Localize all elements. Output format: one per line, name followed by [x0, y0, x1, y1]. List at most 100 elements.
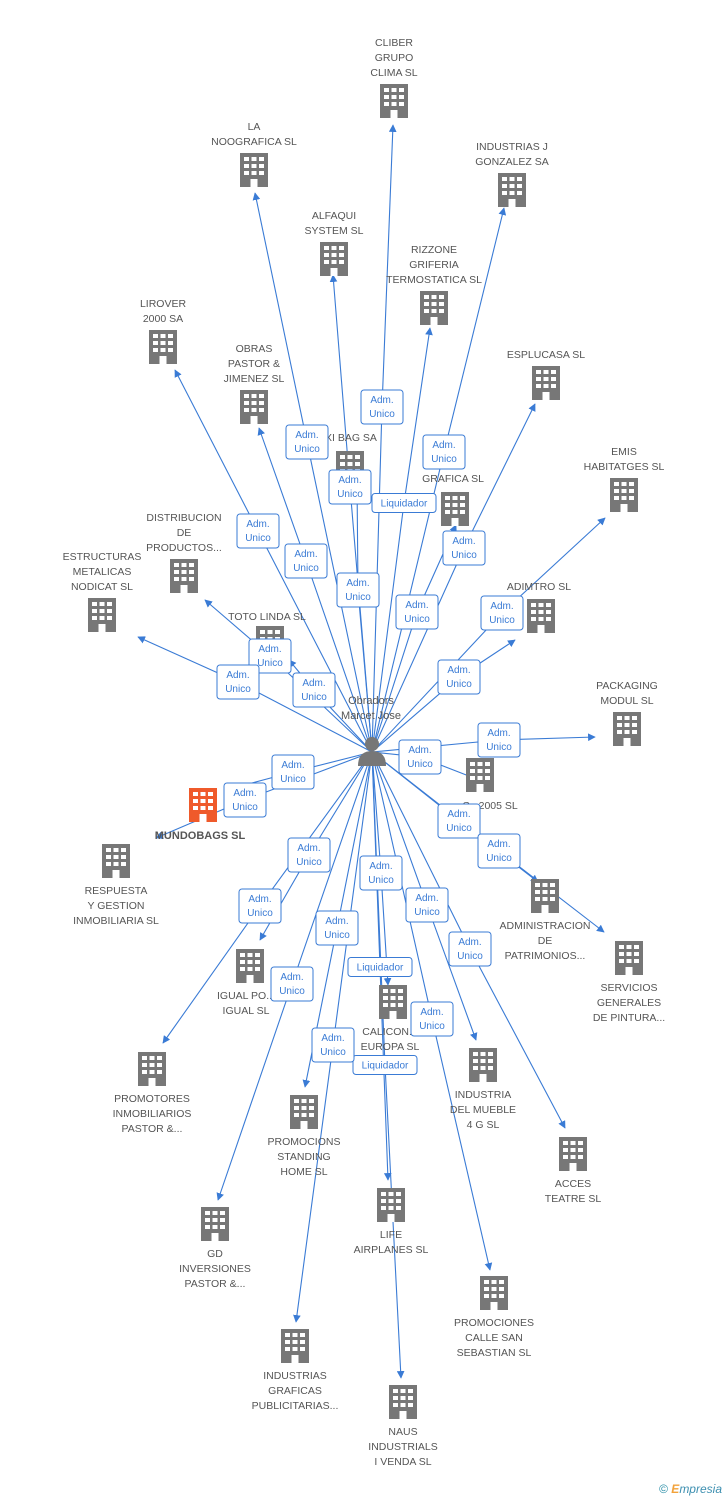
relation-label-text[interactable]: Adm.Unico [368, 861, 394, 886]
relation-label-box[interactable] [271, 754, 315, 790]
building-icon[interactable] [559, 1137, 587, 1171]
relation-label-text[interactable]: Adm.Unico [320, 1033, 346, 1058]
building-icon[interactable] [102, 844, 130, 878]
relation-label-text[interactable]: Adm.Unico [404, 600, 430, 625]
relation-label-distribucion[interactable]: Adm.Unico [248, 638, 292, 674]
relation-label-text[interactable]: Adm.Unico [279, 972, 305, 997]
building-icon[interactable] [290, 1095, 318, 1129]
relation-label-text[interactable]: Adm.Unico [489, 601, 515, 626]
building-icon[interactable] [532, 366, 560, 400]
building-icon[interactable] [320, 242, 348, 276]
company-node-igual[interactable]: IGUAL PO...IGUAL SL [217, 949, 275, 1017]
relation-label-emis[interactable]: Adm.Unico [480, 595, 524, 631]
relation-label-totolinda[interactable]: Adm.Unico [292, 672, 336, 708]
company-label-xibag[interactable]: XI BAG SA [325, 432, 377, 444]
relation-label-text[interactable]: Adm.Unico [486, 728, 512, 753]
relation-label-text[interactable]: Adm.Unico [414, 893, 440, 918]
relation-label-box[interactable] [371, 493, 437, 513]
relation-label-industriasj[interactable]: Adm.Unico [422, 434, 466, 470]
relation-label-text[interactable]: Adm.Unico [324, 916, 350, 941]
person-icon[interactable] [358, 737, 386, 766]
relation-label-box[interactable] [216, 664, 260, 700]
relation-label-box[interactable] [311, 1027, 355, 1063]
building-icon[interactable] [615, 941, 643, 975]
relation-label-text[interactable]: Adm.Unico [369, 395, 395, 420]
building-icon[interactable] [480, 1276, 508, 1310]
relation-label-xibag[interactable]: Adm.Unico [336, 572, 380, 608]
building-icon[interactable] [379, 985, 407, 1019]
relation-label-box[interactable] [477, 722, 521, 758]
relation-label-obras[interactable]: Adm.Unico [284, 543, 328, 579]
relation-label-c2005[interactable]: Adm.Unico [398, 739, 442, 775]
company-node-totolinda[interactable]: TOTO LINDA SL [228, 611, 306, 660]
relation-label-text[interactable]: Adm.Unico [345, 578, 371, 603]
relation-label-text[interactable]: Adm.Unico [486, 839, 512, 864]
building-icon[interactable] [441, 492, 469, 526]
focus-company-label[interactable]: MUNDOBAGS SL [155, 830, 246, 842]
company-label-igual[interactable]: IGUAL PO...IGUAL SL [217, 990, 275, 1017]
company-label-calicon[interactable]: CALICON...EUROPA SL [361, 1026, 420, 1053]
relation-label-life[interactable]: Liquidador [347, 957, 413, 977]
company-node-xibag[interactable]: XI BAG SA [325, 432, 377, 485]
relation-label-text[interactable]: Adm.Unico [294, 430, 320, 455]
relation-label-box[interactable] [398, 739, 442, 775]
relation-label-text[interactable]: Liquidador [362, 1061, 409, 1072]
relation-label-box[interactable] [352, 1055, 418, 1075]
relation-label-box[interactable] [422, 434, 466, 470]
relation-label-box[interactable] [248, 638, 292, 674]
relation-label-text[interactable]: Adm.Unico [451, 536, 477, 561]
relation-label-gd[interactable]: Adm.Unico [270, 966, 314, 1002]
relation-label-lirover[interactable]: Adm.Unico [236, 513, 280, 549]
relation-label-box[interactable] [285, 424, 329, 460]
relation-label-administracion[interactable]: Adm.Unico [437, 803, 481, 839]
relation-label-industriasgraficas[interactable]: Adm.Unico [311, 1027, 355, 1063]
relation-label-text[interactable]: Adm.Unico [232, 788, 258, 813]
relation-label-box[interactable] [410, 1001, 454, 1037]
building-icon[interactable] [236, 949, 264, 983]
building-icon[interactable] [498, 173, 526, 207]
relation-label-servicios[interactable]: Adm.Unico [477, 833, 521, 869]
relation-label-box[interactable] [292, 672, 336, 708]
building-icon[interactable] [527, 599, 555, 633]
relation-label-text[interactable]: Liquidador [381, 499, 428, 510]
relation-label-adimtro[interactable]: Adm.Unico [437, 659, 481, 695]
relation-label-text[interactable]: Adm.Unico [337, 475, 363, 500]
relation-label-box[interactable] [238, 888, 282, 924]
building-icon[interactable] [466, 758, 494, 792]
building-icon[interactable] [240, 153, 268, 187]
relation-label-text[interactable]: Adm.Unico [225, 670, 251, 695]
company-label-esplucasa[interactable]: ESPLUCASA SL [507, 349, 585, 361]
relation-label-lanoografica[interactable]: Adm.Unico [285, 424, 329, 460]
building-icon[interactable] [88, 598, 116, 632]
relation-label-text[interactable]: Liquidador [357, 963, 404, 974]
relation-label-promocions[interactable]: Adm.Unico [315, 910, 359, 946]
relation-label-text[interactable]: Adm.Unico [296, 843, 322, 868]
relation-label-box[interactable] [480, 595, 524, 631]
relation-label-focus[interactable]: Adm.Unico [223, 782, 267, 818]
building-icon[interactable] [240, 390, 268, 424]
relation-label-cliber[interactable]: Adm.Unico [360, 389, 404, 425]
building-icon[interactable] [138, 1052, 166, 1086]
building-icon[interactable] [189, 788, 217, 822]
